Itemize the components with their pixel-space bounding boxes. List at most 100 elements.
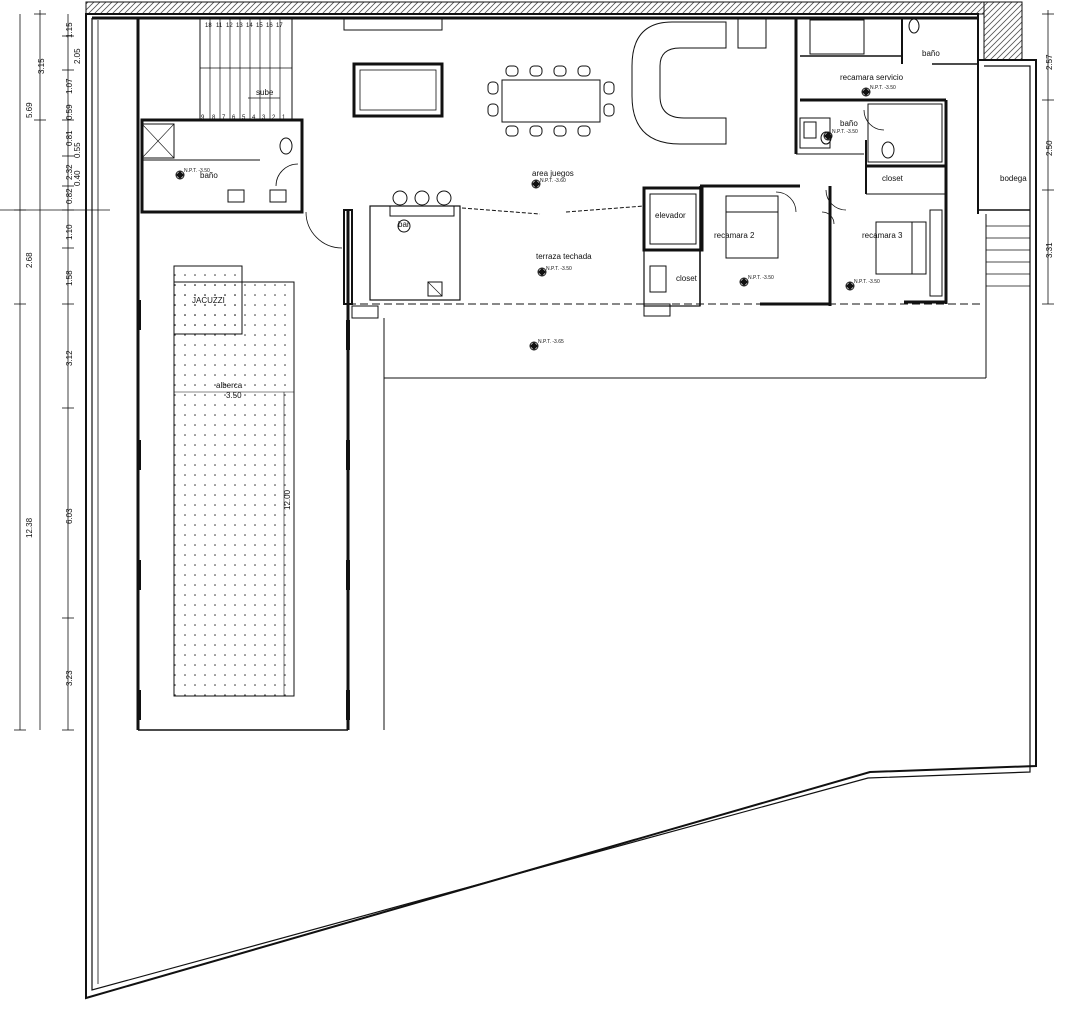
stair-number: 3 [262,115,266,121]
stair-number: 17 [276,23,283,29]
dimension-label: 3.31 [1045,242,1054,258]
dimension-labels-left-inner: 1.15 1.07 2.05 0.81 0.59 2.32 0.55 0.82 … [65,22,82,686]
dimension-labels-right: 2.57 2.50 3.31 [1045,54,1054,258]
sinks [227,121,817,203]
dimension-label: 3.15 [37,58,46,74]
svg-text:N.P.T. -3.50: N.P.T. -3.50 [854,279,880,285]
level-marker: N.P.T. -3.50 [845,279,880,291]
dining-chairs [487,65,615,137]
dimension-label: 0.40 [73,170,82,186]
stair-number: 11 [216,23,223,29]
svg-text:N.P.T. -3.50: N.P.T. -3.50 [184,168,210,174]
label-alberca: alberca [216,381,243,390]
stair-number: 4 [252,115,256,121]
bed-recamara-3 [875,221,927,275]
level-marker: N.P.T. -3.50 [739,275,774,287]
label-area-juegos: area juegos [532,169,574,178]
dimension-label: 2.32 [65,164,74,180]
stair-number: 7 [222,115,226,121]
stair-number: 8 [212,115,216,121]
dimension-lines-left [0,10,110,731]
svg-text:N.P.T. -3.50: N.P.T. -3.50 [832,129,858,135]
label-elevador: elevador [655,211,686,220]
dimension-label: 2.57 [1045,54,1054,70]
dimension-label: 6.03 [65,508,74,524]
svg-text:N.P.T. -3.60: N.P.T. -3.60 [540,178,566,184]
stair-number: 9 [201,115,205,121]
dimension-label: 12.38 [25,517,34,538]
pool-table [352,62,444,118]
label-recamara-3: recamara 3 [862,231,903,240]
sectional-sofa [631,21,727,145]
label-bano-servicio: baño [922,49,940,58]
label-closet-2: closet [882,174,904,183]
dimension-label: 3.12 [65,350,74,366]
label-terraza-techada: terraza techada [536,252,592,261]
label-recamara-servicio: recamara servicio [840,73,904,82]
label-closet-1: closet [676,274,698,283]
stair-treads [209,18,281,120]
site-boundary [85,13,1037,1000]
stair-number: 16 [266,23,273,29]
pool-length: 12.00 [283,489,292,510]
svg-text:N.P.T. -3.50: N.P.T. -3.50 [546,266,572,272]
dining-table [501,79,601,123]
bed-recamara-2 [725,195,779,259]
dimension-label: 3.23 [65,670,74,686]
jacuzzi [173,265,243,335]
stair-number: 5 [242,115,246,121]
level-marker: N.P.T. -3.65 [529,339,564,351]
level-marker: N.P.T. -3.50 [175,168,210,180]
stair-number: 12 [226,23,233,29]
level-marker: N.P.T. -3.60 [531,178,566,189]
stair-number: 13 [236,23,243,29]
level-markers: N.P.T. -3.50 N.P.T. -3.60 N.P.T. -3.50 N… [175,85,896,351]
dimension-label: 2.50 [1045,140,1054,156]
stair-number: 14 [246,23,253,29]
room-labels: sube baño area juegos terraza techada ba… [192,49,1027,510]
svg-text:N.P.T. -3.50: N.P.T. -3.50 [870,85,896,91]
toilets [279,18,920,159]
bed-recamara-servicio [809,19,865,55]
dimension-label: 1.10 [65,224,74,240]
level-marker: N.P.T. -3.50 [823,129,858,141]
stair-numbers-lower: 9 8 7 6 5 4 3 2 1 [201,115,286,121]
dimension-label: 0.81 [65,130,74,146]
dimension-labels-left-outer: 3.15 5.69 2.68 12.38 [25,58,46,538]
pool-area [137,265,350,720]
stair-number: 6 [232,115,236,121]
door-swings [275,109,885,249]
svg-text:N.P.T. -3.50: N.P.T. -3.50 [748,275,774,281]
label-jacuzzi: JACUZZI [192,296,225,305]
label-bano-1: baño [200,171,218,180]
level-marker: N.P.T. -3.50 [861,85,896,97]
dimension-label: 5.69 [25,102,34,118]
stair-numbers-upper: 18 11 12 13 14 15 16 17 [205,23,283,29]
furniture [227,18,927,275]
dimension-label: 0.59 [65,104,74,120]
dimension-label: 1.07 [65,78,74,94]
stair-number: 2 [272,115,276,121]
label-bodega: bodega [1000,174,1027,183]
dimension-label: 2.05 [73,48,82,64]
hatched-right-wall [983,1,1023,61]
svg-text:N.P.T. -3.65: N.P.T. -3.65 [538,339,564,345]
label-sube: sube [256,88,274,97]
dimension-lines-right [1042,10,1054,305]
dimension-label: 1.15 [65,22,74,38]
label-bar: bar [398,220,410,229]
dimension-label: 0.82 [65,188,74,204]
hatched-top-wall [85,1,985,15]
pool-width: 3.50 [226,391,242,400]
pool [173,281,295,697]
bar-stools [392,190,452,233]
level-marker: N.P.T. -3.50 [537,266,572,277]
stair-number: 15 [256,23,263,29]
label-bano-2: baño [840,119,858,128]
stair-number: 18 [205,23,212,29]
dimension-label: 1.58 [65,270,74,286]
label-recamara-2: recamara 2 [714,231,755,240]
dimension-label: 0.55 [73,142,82,158]
stair-number: 1 [282,115,286,121]
